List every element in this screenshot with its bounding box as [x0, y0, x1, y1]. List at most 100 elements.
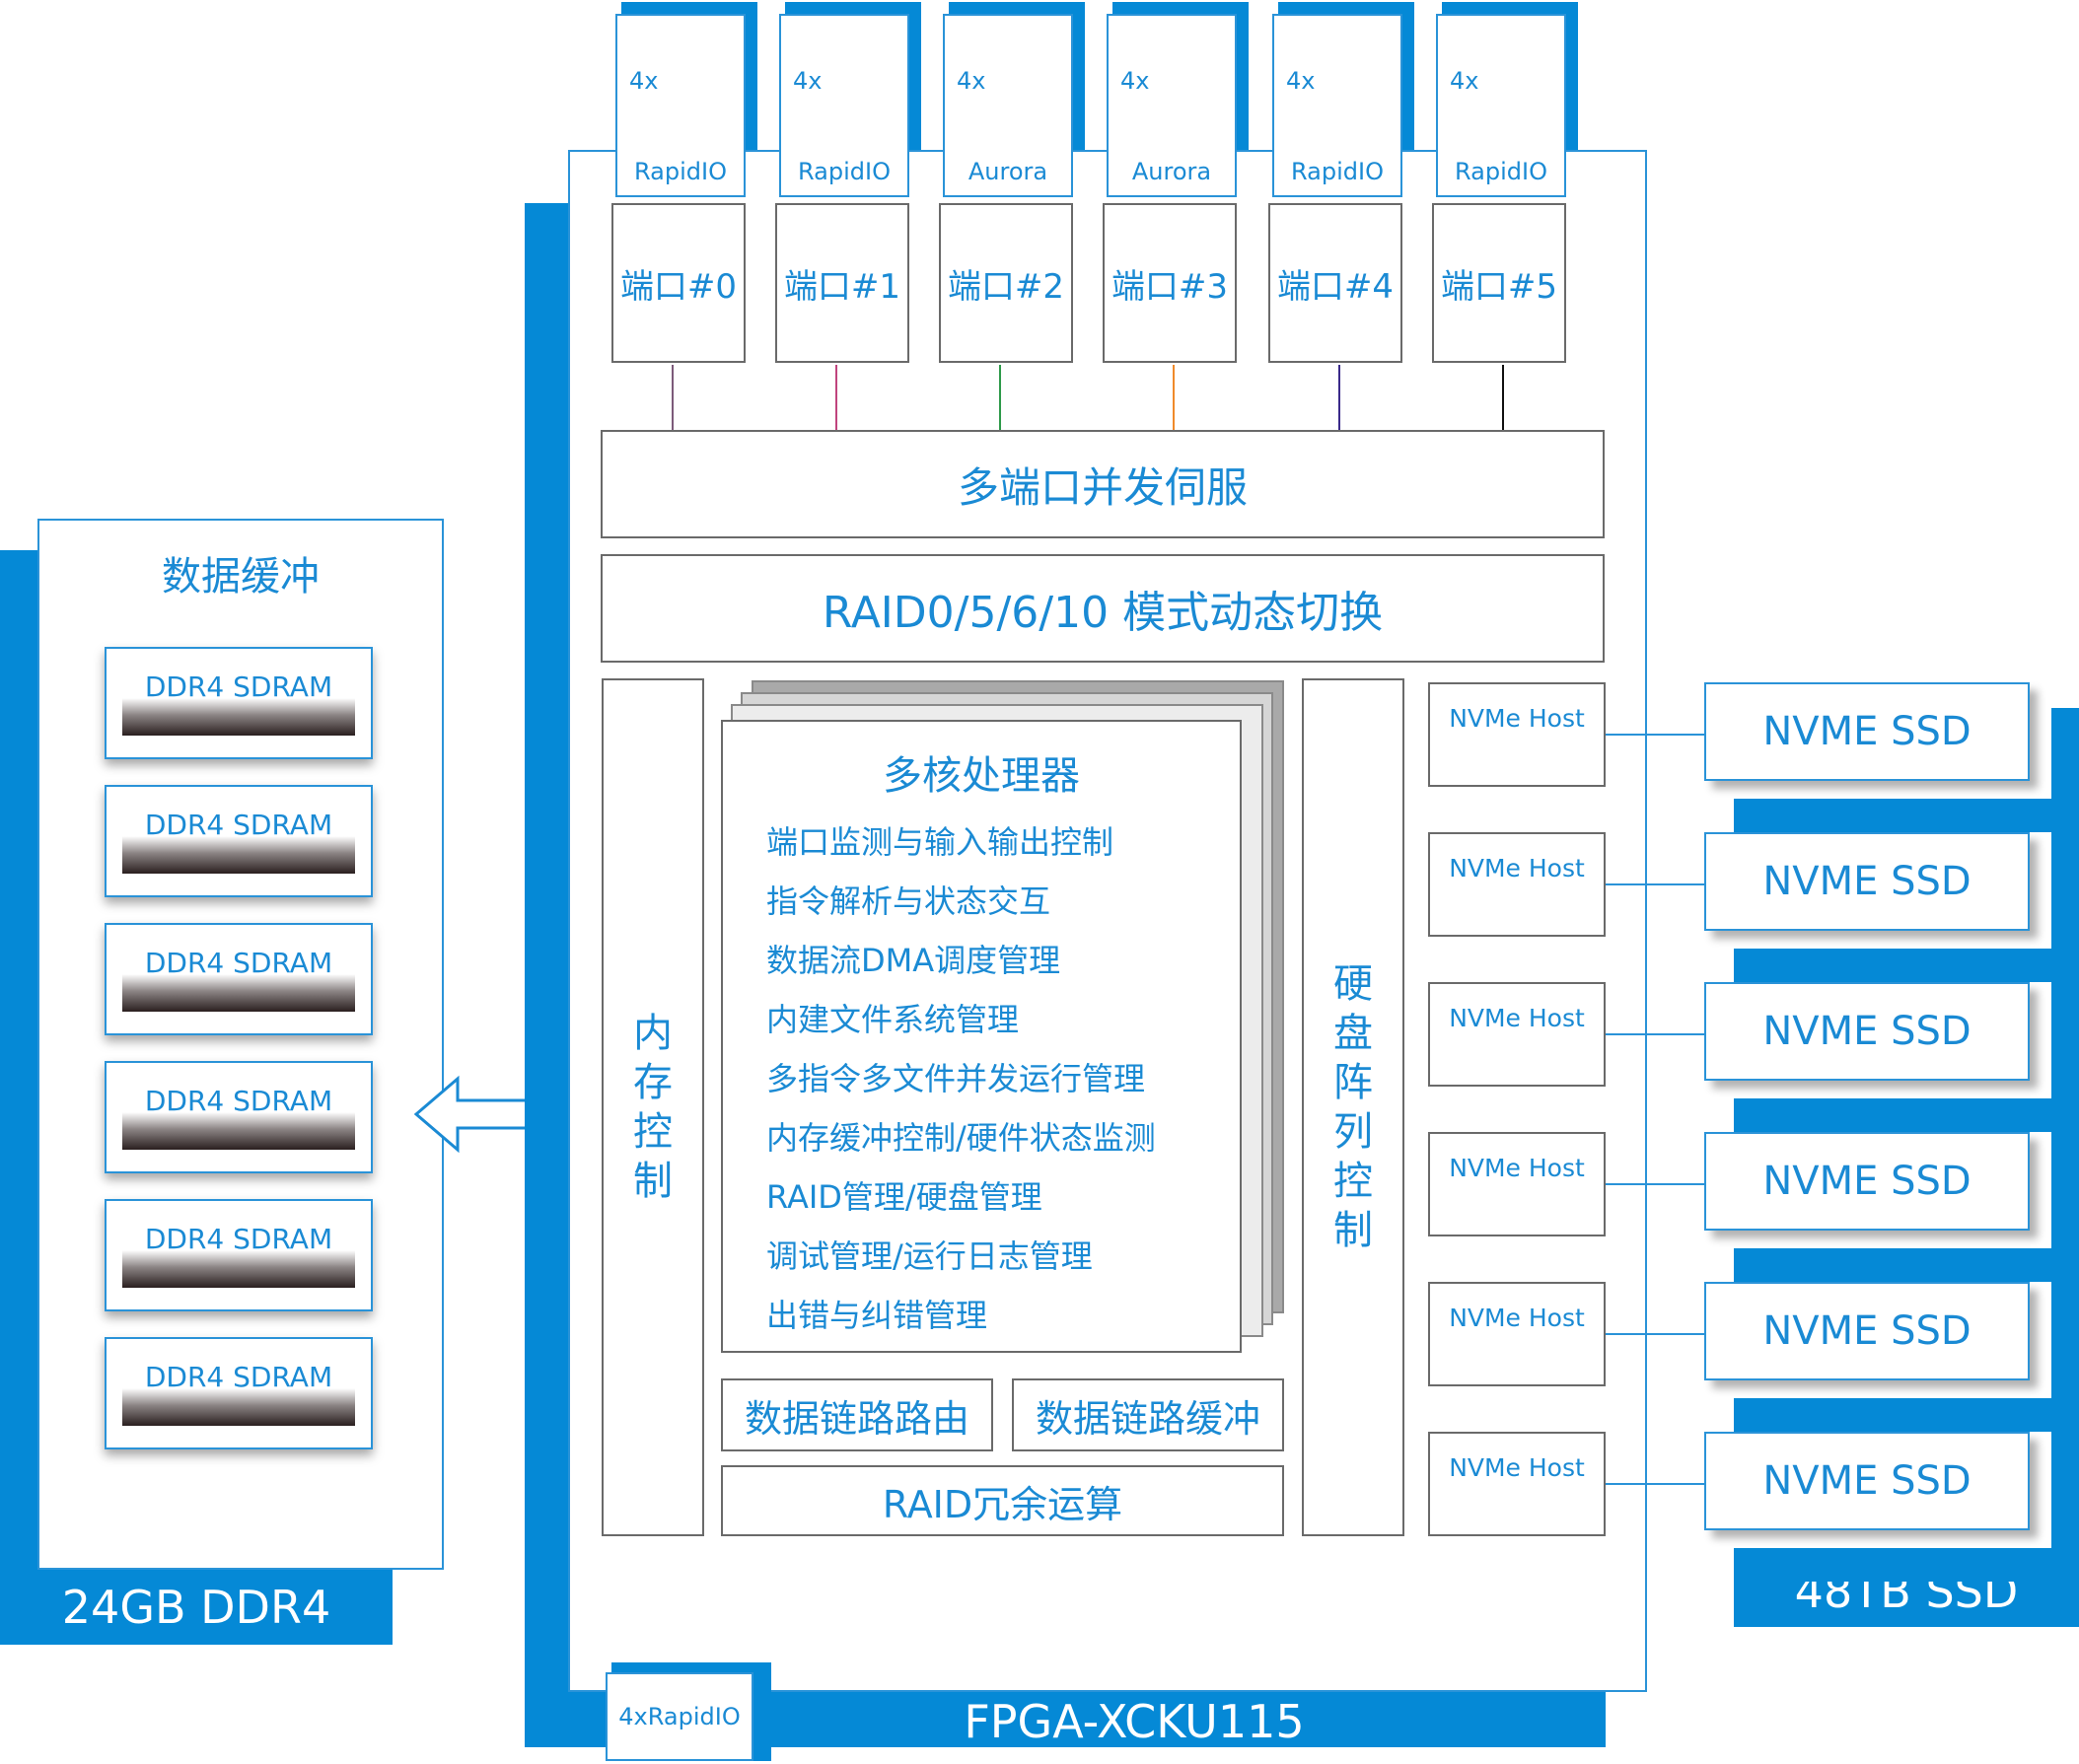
- processor-function-item: 调试管理/运行日志管理: [766, 1237, 1093, 1275]
- interface-protocol: Aurora: [968, 158, 1048, 185]
- processor-function-item: RAID管理/硬盘管理: [766, 1178, 1042, 1216]
- nvme-host: NVMe Host: [1428, 982, 1606, 1087]
- interface-protocol: Aurora: [1131, 158, 1212, 185]
- port-2: 端口#2: [939, 203, 1073, 363]
- ddr4-module: DDR4 SDRAM: [105, 647, 373, 759]
- host-to-ssd-line: [1606, 1183, 1704, 1185]
- ddr4-module-label: DDR4 SDRAM: [144, 1223, 333, 1255]
- raid-redundancy-block: RAID冗余运算: [721, 1465, 1284, 1536]
- nvme-ssd: NVME SSD: [1704, 1282, 2030, 1380]
- storage-accent-strip: [1734, 1248, 2079, 1282]
- nvme-ssd: NVME SSD: [1704, 982, 2030, 1081]
- ddr4-chip-bar: [122, 1250, 355, 1288]
- ddr4-chip-bar: [122, 974, 355, 1012]
- nvme-ssd: NVME SSD: [1704, 832, 2030, 931]
- ddr4-module-label: DDR4 SDRAM: [144, 947, 333, 979]
- ddr4-chip-bar: [122, 1112, 355, 1150]
- host-to-ssd-line: [1606, 1333, 1704, 1335]
- ddr4-module: DDR4 SDRAM: [105, 785, 373, 897]
- nvme-ssd: NVME SSD: [1704, 682, 2030, 781]
- host-to-ssd-line: [1606, 1033, 1704, 1035]
- interface-lane: 4x: [629, 67, 659, 95]
- host-to-ssd-line: [1606, 734, 1704, 736]
- nvme-ssd: NVME SSD: [1704, 1432, 2030, 1530]
- ddr4-module-label: DDR4 SDRAM: [144, 670, 333, 703]
- fpga-label: FPGA-XCKU115: [964, 1695, 1305, 1748]
- ddr4-module: DDR4 SDRAM: [105, 1061, 373, 1173]
- fpga-frame-accent-left: [525, 203, 568, 1747]
- multiport-service-block: 多端口并发伺服: [601, 430, 1605, 538]
- port-connection-lines: [672, 365, 1504, 431]
- processor-function-item: 多指令多文件并发运行管理: [766, 1060, 1146, 1097]
- ddr4-chip-bar: [122, 698, 355, 736]
- storage-frame-accent: [2051, 708, 2079, 1627]
- processor-function-item: 指令解析与状态交互: [766, 882, 1051, 920]
- data-link-routing-block: 数据链路路由: [721, 1378, 993, 1451]
- nvme-host: NVMe Host: [1428, 682, 1606, 787]
- ddr4-module-label: DDR4 SDRAM: [144, 1361, 333, 1393]
- nvme-ssd: NVME SSD: [1704, 1132, 2030, 1231]
- memory-control-label: 内存控制: [633, 1011, 673, 1204]
- port-1: 端口#1: [775, 203, 909, 363]
- disk-array-control-block: 硬盘阵列控制: [1302, 678, 1404, 1536]
- multicore-processor: 多核处理器 端口监测与输入输出控制指令解析与状态交互数据流DMA调度管理内建文件…: [721, 720, 1242, 1353]
- port-0: 端口#0: [611, 203, 746, 363]
- interface-protocol: RapidIO: [1455, 158, 1547, 185]
- disk-array-control-label: 硬盘阵列控制: [1333, 961, 1373, 1253]
- nvme-host-label: NVMe Host: [1449, 1304, 1585, 1332]
- memory-control-block: 内存控制: [602, 678, 704, 1536]
- processor-title: 多核处理器: [883, 753, 1080, 799]
- ddr4-chip-bar: [122, 1388, 355, 1426]
- interface-protocol: RapidIO: [798, 158, 891, 185]
- interface-protocol: RapidIO: [634, 158, 727, 185]
- processor-function-item: 端口监测与输入输出控制: [766, 823, 1114, 861]
- ddr4-module-label: DDR4 SDRAM: [144, 809, 333, 841]
- ddr4-chip-bar: [122, 836, 355, 874]
- ddr4-module-label: DDR4 SDRAM: [144, 1085, 333, 1117]
- storage-accent-strip: [1734, 1548, 2079, 1582]
- host-to-ssd-line: [1606, 1483, 1704, 1485]
- interface-lane: 4x: [793, 67, 823, 95]
- nvme-host-label: NVMe Host: [1449, 1154, 1585, 1182]
- nvme-host-label: NVMe Host: [1449, 1004, 1585, 1032]
- nvme-host: NVMe Host: [1428, 1432, 1606, 1536]
- storage-accent-strip: [1734, 1398, 2079, 1432]
- storage-accent-strip: [1734, 1098, 2079, 1132]
- nvme-host-label: NVMe Host: [1449, 1453, 1585, 1482]
- processor-function-item: 数据流DMA调度管理: [766, 942, 1061, 979]
- data-link-buffer-block: 数据链路缓冲: [1012, 1378, 1284, 1451]
- port-4: 端口#4: [1268, 203, 1402, 363]
- nvme-host-label: NVMe Host: [1449, 854, 1585, 882]
- nvme-host-label: NVMe Host: [1449, 704, 1585, 733]
- ddr4-module: DDR4 SDRAM: [105, 923, 373, 1035]
- interface-lane: 4x: [1450, 67, 1479, 95]
- memory-frame-accent: [0, 550, 39, 1645]
- port-3: 端口#3: [1103, 203, 1237, 363]
- interface-lane: 4x: [1286, 67, 1316, 95]
- storage-accent-strip: [1734, 799, 2079, 832]
- memory-title: 数据缓冲: [162, 554, 320, 600]
- interface-lane: 4x: [957, 67, 986, 95]
- storage-accent-strip: [1734, 949, 2079, 982]
- memory-capacity-label: 24GB DDR4: [0, 1570, 393, 1645]
- interface-protocol: RapidIO: [1291, 158, 1384, 185]
- ddr4-module: DDR4 SDRAM: [105, 1199, 373, 1311]
- nvme-host: NVMe Host: [1428, 832, 1606, 937]
- interface-lane: 4x: [1120, 67, 1150, 95]
- processor-function-item: 内存缓冲控制/硬件状态监测: [766, 1119, 1156, 1157]
- host-to-ssd-line: [1606, 883, 1704, 885]
- processor-function-item: 内建文件系统管理: [766, 1001, 1020, 1038]
- processor-function-item: 出错与纠错管理: [766, 1297, 988, 1334]
- nvme-host: NVMe Host: [1428, 1282, 1606, 1386]
- raid-mode-switch-block: RAID0/5/6/10 模式动态切换: [601, 554, 1605, 663]
- bottom-rapidio-port: 4xRapidIO: [606, 1672, 753, 1761]
- processor-function-list: 端口监测与输入输出控制指令解析与状态交互数据流DMA调度管理内建文件系统管理多指…: [766, 812, 1156, 1345]
- port-5: 端口#5: [1432, 203, 1566, 363]
- ddr4-module: DDR4 SDRAM: [105, 1337, 373, 1449]
